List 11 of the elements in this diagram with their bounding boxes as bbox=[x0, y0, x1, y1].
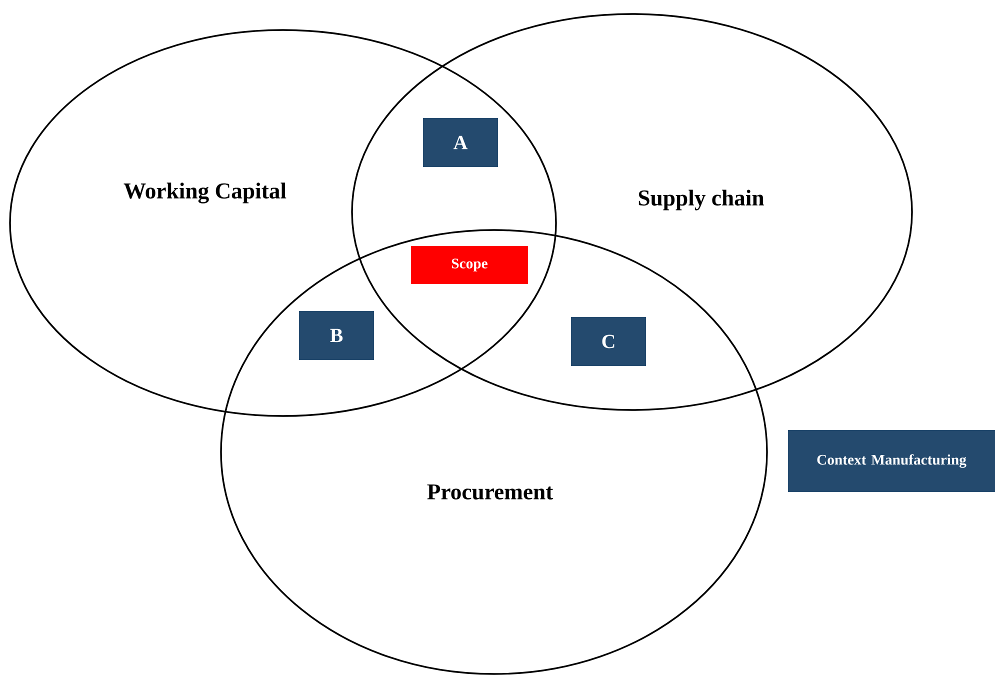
ellipse bbox=[220, 229, 768, 675]
ellipse bbox=[351, 13, 913, 411]
region-label: Working Capital bbox=[124, 182, 286, 204]
label-box: Context Manufacturing bbox=[788, 430, 995, 492]
label-box: B bbox=[299, 311, 374, 360]
region-label: Procurement bbox=[427, 484, 554, 500]
label-box: C bbox=[571, 317, 646, 366]
label-box: A bbox=[423, 118, 498, 167]
region-label: Supply chain bbox=[638, 190, 764, 210]
label-box: Scope bbox=[411, 246, 528, 284]
ellipse bbox=[9, 29, 557, 417]
